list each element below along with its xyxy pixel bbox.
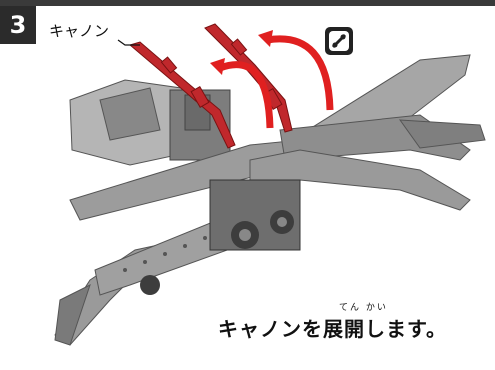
arrow-head-right xyxy=(258,30,273,47)
cannon-left xyxy=(128,41,236,149)
cross-pin-icon xyxy=(325,27,353,55)
wheels xyxy=(140,179,301,295)
arrow-head-left xyxy=(210,58,225,75)
callout-leader-line xyxy=(117,39,140,46)
step-number-badge: 3 xyxy=(0,6,36,44)
main-wing xyxy=(69,54,486,221)
cannon-callout-label: キャノン xyxy=(49,22,110,40)
truck-body xyxy=(69,79,231,166)
header-bar xyxy=(0,0,495,6)
rotation-arrows xyxy=(218,35,334,129)
instruction-text: キャノンを展開します。 xyxy=(218,317,447,341)
instruction-furigana: てん かい xyxy=(339,303,388,313)
